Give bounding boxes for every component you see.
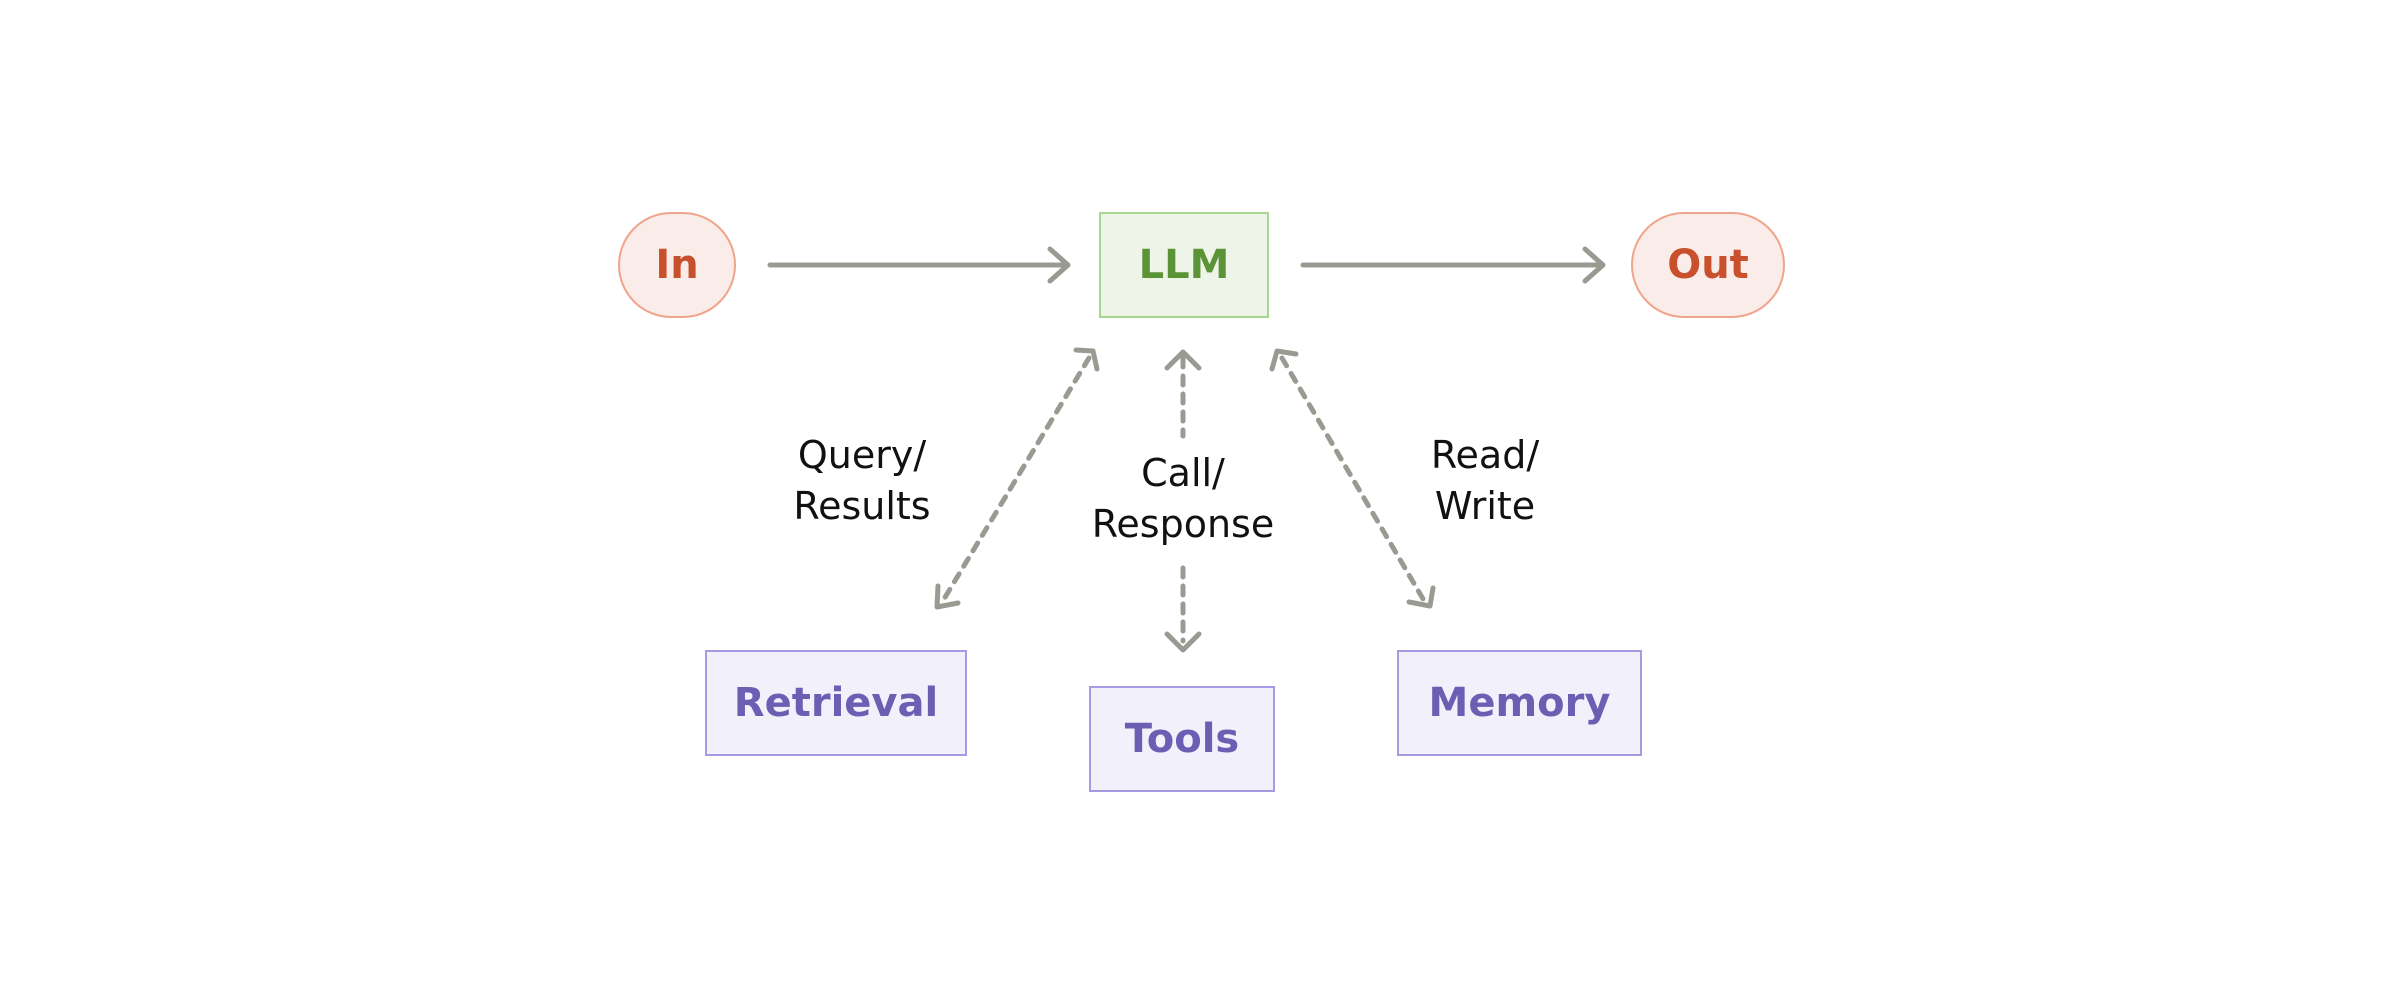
memory-node: Memory <box>1397 650 1642 756</box>
arrow-llm-tools <box>1164 349 1202 653</box>
tools-node-label: Tools <box>1124 716 1240 762</box>
arrow-llm-retrieval <box>934 347 1100 610</box>
arrow-llm-to-out <box>1300 246 1606 284</box>
llm-node-label: LLM <box>1138 242 1230 288</box>
llm-node: LLM <box>1099 212 1269 318</box>
retrieval-node: Retrieval <box>705 650 967 756</box>
tools-node: Tools <box>1089 686 1275 792</box>
retrieval-edge-label-line2: Results <box>793 484 931 528</box>
retrieval-edge-label-line1: Query/ <box>797 433 927 477</box>
input-node: In <box>618 212 736 318</box>
tools-edge-label-line2: Response <box>1091 502 1275 546</box>
arrow-in-to-llm <box>767 246 1071 284</box>
input-node-label: In <box>655 242 699 288</box>
tools-edge-label: Call/ Response <box>1083 448 1283 550</box>
memory-edge-label: Read/ Write <box>1385 430 1585 532</box>
memory-edge-label-line2: Write <box>1434 484 1536 528</box>
tools-edge-label-line1: Call/ <box>1141 451 1225 495</box>
memory-edge-label-line1: Read/ <box>1430 433 1540 477</box>
output-node-label: Out <box>1667 242 1749 288</box>
retrieval-edge-label: Query/ Results <box>762 430 962 532</box>
memory-node-label: Memory <box>1428 680 1611 726</box>
retrieval-node-label: Retrieval <box>733 680 939 726</box>
arrow-llm-memory <box>1269 348 1436 609</box>
output-node: Out <box>1631 212 1785 318</box>
